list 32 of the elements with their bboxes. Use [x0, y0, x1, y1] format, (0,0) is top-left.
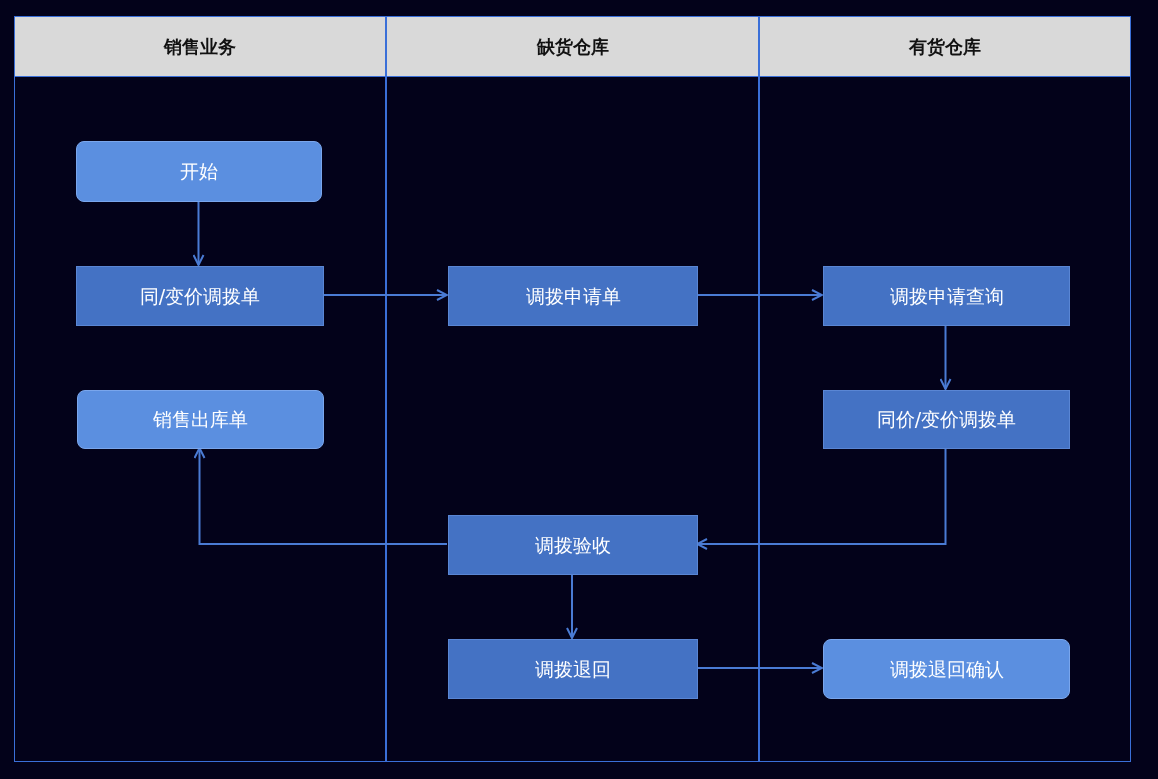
arrow — [939, 324, 952, 390]
process-box — [823, 390, 1070, 449]
arrow — [696, 289, 823, 301]
swimlane — [14, 16, 386, 762]
box-label: 开始 — [180, 159, 218, 185]
lane-title: 销售业务 — [164, 35, 236, 59]
box-label: 同价/变价调拨单 — [876, 407, 1017, 433]
box-label: 调拨退回确认 — [889, 656, 1004, 682]
process-box — [448, 515, 698, 575]
rounded-process-box — [76, 141, 322, 202]
arrow — [322, 289, 448, 301]
rounded-process-box — [823, 639, 1070, 699]
box-label: 调拨申请查询 — [889, 283, 1004, 309]
rounded-process-box — [77, 390, 324, 449]
box-label: 销售出库单 — [153, 407, 248, 433]
arrow — [566, 573, 578, 639]
lane-title: 有货仓库 — [909, 35, 981, 59]
lane-title: 缺货仓库 — [536, 35, 609, 59]
swimlane — [759, 16, 1131, 762]
process-box — [823, 266, 1070, 326]
process-box — [448, 266, 698, 326]
process-box — [448, 639, 698, 699]
box-label: 调拨退回 — [535, 656, 611, 682]
box-label: 调拨申请单 — [525, 283, 621, 309]
box-label: 同/变价调拨单 — [139, 283, 261, 309]
arrow — [193, 447, 448, 545]
arrow — [696, 662, 823, 674]
process-box — [76, 266, 324, 326]
swimlane — [386, 16, 759, 762]
arrow — [192, 200, 205, 266]
box-label: 调拨验收 — [535, 532, 611, 558]
arrow — [696, 447, 947, 550]
